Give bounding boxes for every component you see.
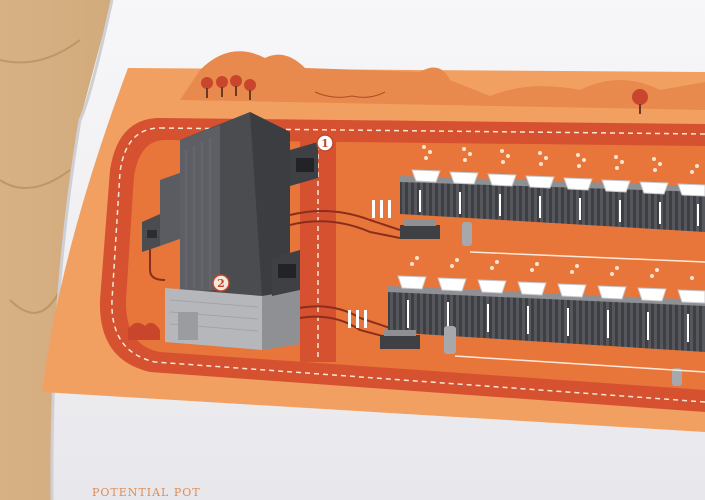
main-barn (165, 112, 318, 350)
marker-1[interactable]: 1 (316, 134, 334, 152)
lone-tree (632, 89, 648, 114)
page-shadow (50, 0, 114, 500)
bushes (128, 322, 160, 340)
page-caption: POTENTIAL POT (92, 486, 201, 499)
svg-text:2: 2 (217, 277, 225, 290)
greenhouse-row-2 (388, 256, 705, 352)
equipment (348, 200, 682, 386)
power-line (314, 91, 386, 98)
hills (180, 51, 705, 110)
service-lanes (454, 251, 705, 373)
greenhouse-row-1 (400, 145, 705, 232)
svg-text:1: 1 (321, 137, 329, 150)
wood-grain (0, 39, 81, 314)
marker-2[interactable]: 2 (212, 274, 230, 292)
tree-cluster (201, 75, 256, 100)
